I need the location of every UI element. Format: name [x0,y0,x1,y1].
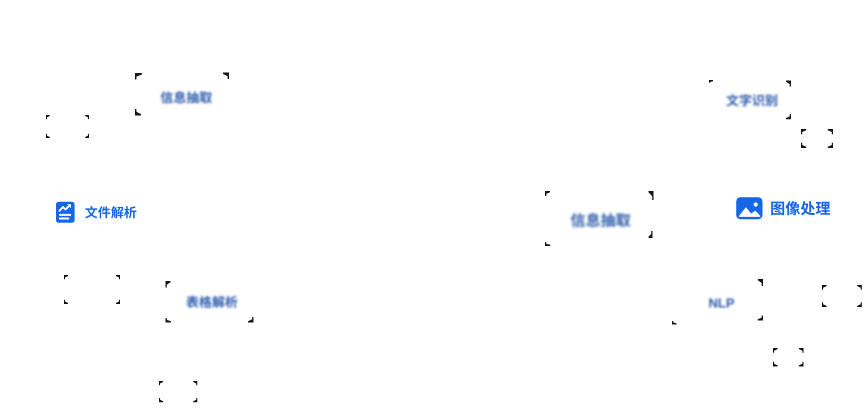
svg-text:NLP: NLP [709,295,735,310]
